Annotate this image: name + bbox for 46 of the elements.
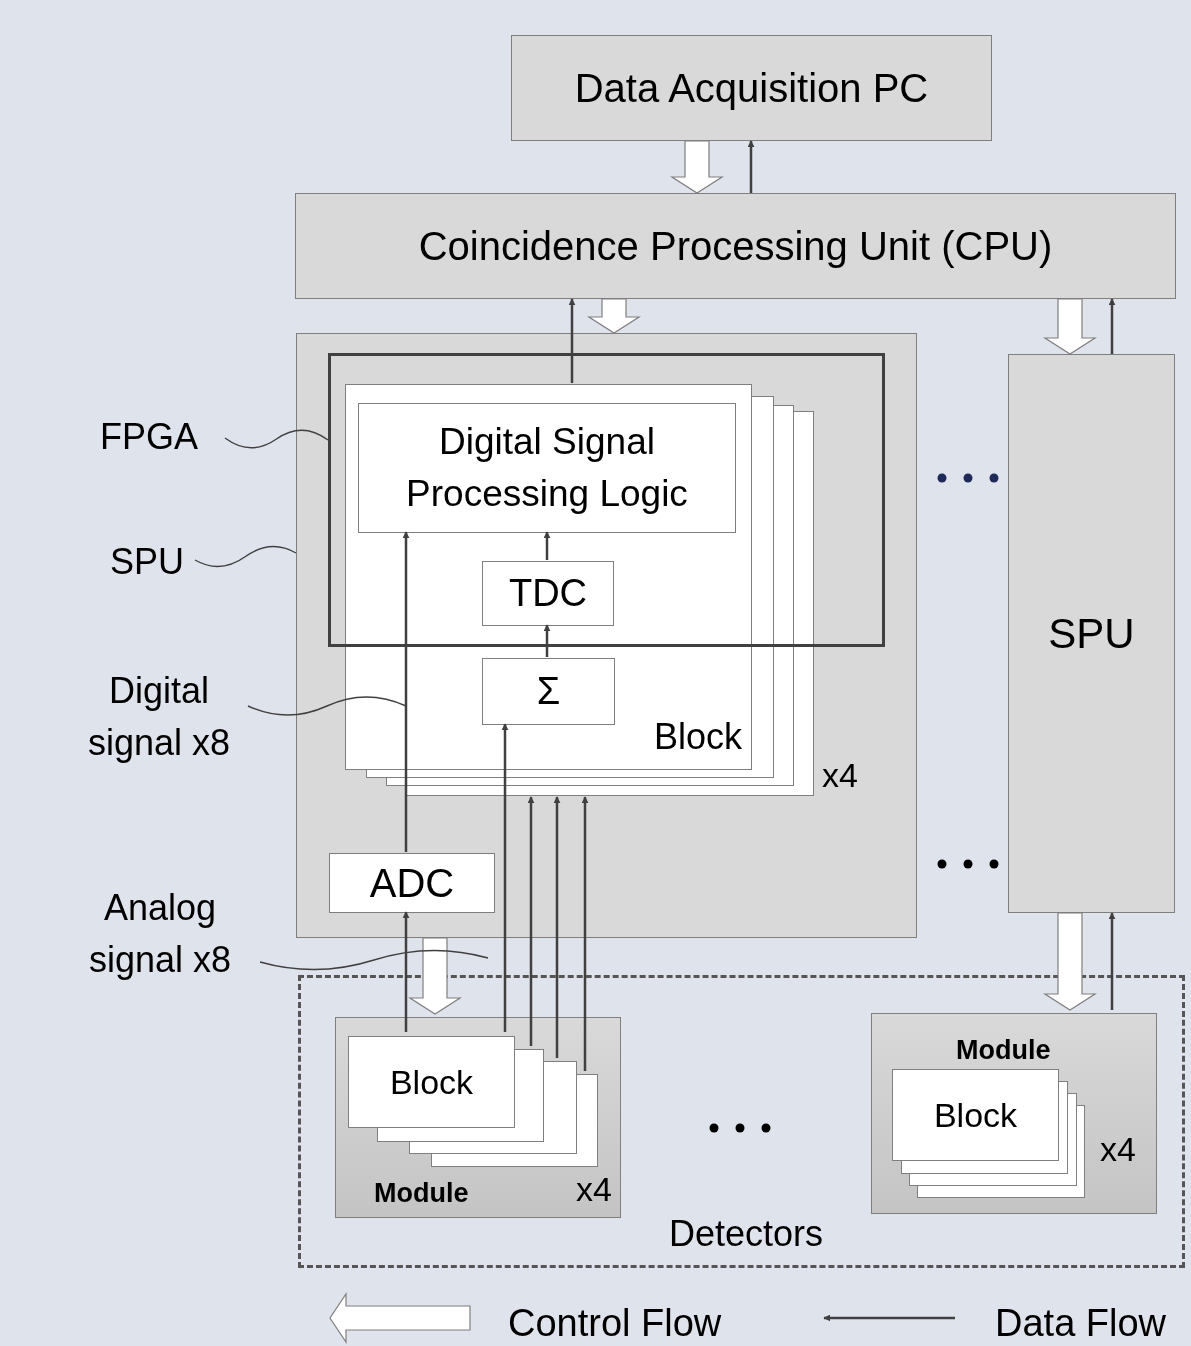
multiplier-label: x4 bbox=[576, 1169, 612, 1210]
module-box bbox=[335, 1017, 621, 1218]
data-flow-arrow bbox=[527, 796, 535, 1046]
module-title: Module bbox=[956, 1034, 1051, 1067]
leader-line bbox=[247, 696, 407, 716]
data-flow-arrow bbox=[501, 723, 509, 1032]
data-flow-arrow bbox=[1108, 298, 1116, 354]
tdc-box: TDC bbox=[482, 561, 614, 626]
data-flow-arrow bbox=[543, 531, 551, 560]
spu-box: SPU bbox=[1008, 354, 1175, 913]
leader-line bbox=[224, 429, 329, 449]
detectors-region: Detectors Module x4 Block Module x4 Block bbox=[298, 975, 1185, 1268]
data-flow-arrow bbox=[553, 796, 561, 1058]
cpu-box: Coincidence Processing Unit (CPU) bbox=[295, 193, 1176, 299]
spu-panel bbox=[296, 333, 917, 938]
dsp-logic-box: Digital Signal Processing Logic bbox=[358, 403, 736, 533]
adc-box: ADC bbox=[329, 853, 495, 913]
control-flow-arrow bbox=[586, 298, 642, 334]
control-flow-arrow bbox=[407, 937, 463, 1015]
legend-label: Data Flow bbox=[995, 1301, 1167, 1346]
multiplier-label: x4 bbox=[822, 755, 858, 796]
data-flow-arrow bbox=[543, 624, 551, 657]
data-flow-arrow bbox=[402, 531, 410, 852]
digital-signal-label: Digital signal x8 bbox=[70, 665, 248, 775]
control-flow-arrow bbox=[1042, 912, 1098, 1011]
sum-box: Σ bbox=[482, 658, 615, 725]
card-title: Block bbox=[653, 715, 742, 759]
spu-label: SPU bbox=[110, 535, 195, 583]
leader-line bbox=[259, 949, 489, 971]
analog-signal-label: Analog signal x8 bbox=[60, 882, 260, 992]
block-stack: Block bbox=[348, 1036, 598, 1167]
control-flow-arrow bbox=[669, 140, 725, 194]
data-flow-arrow bbox=[747, 140, 755, 193]
data-flow-arrow bbox=[581, 796, 589, 1071]
module-title: Module bbox=[374, 1176, 469, 1210]
control-flow-arrow bbox=[1042, 298, 1098, 355]
fpga-label: FPGA bbox=[100, 410, 225, 458]
multiplier-label: x4 bbox=[1100, 1129, 1136, 1170]
data-flow-arrow bbox=[1108, 912, 1116, 1010]
pc-box: Data Acquisition PC bbox=[511, 35, 992, 141]
data-flow-arrow bbox=[402, 911, 410, 1032]
data-flow-arrow bbox=[568, 298, 576, 383]
leader-line bbox=[194, 545, 297, 568]
block-stack bbox=[345, 384, 815, 798]
legend-label: Control Flow bbox=[508, 1301, 722, 1346]
module-box bbox=[871, 1013, 1157, 1214]
